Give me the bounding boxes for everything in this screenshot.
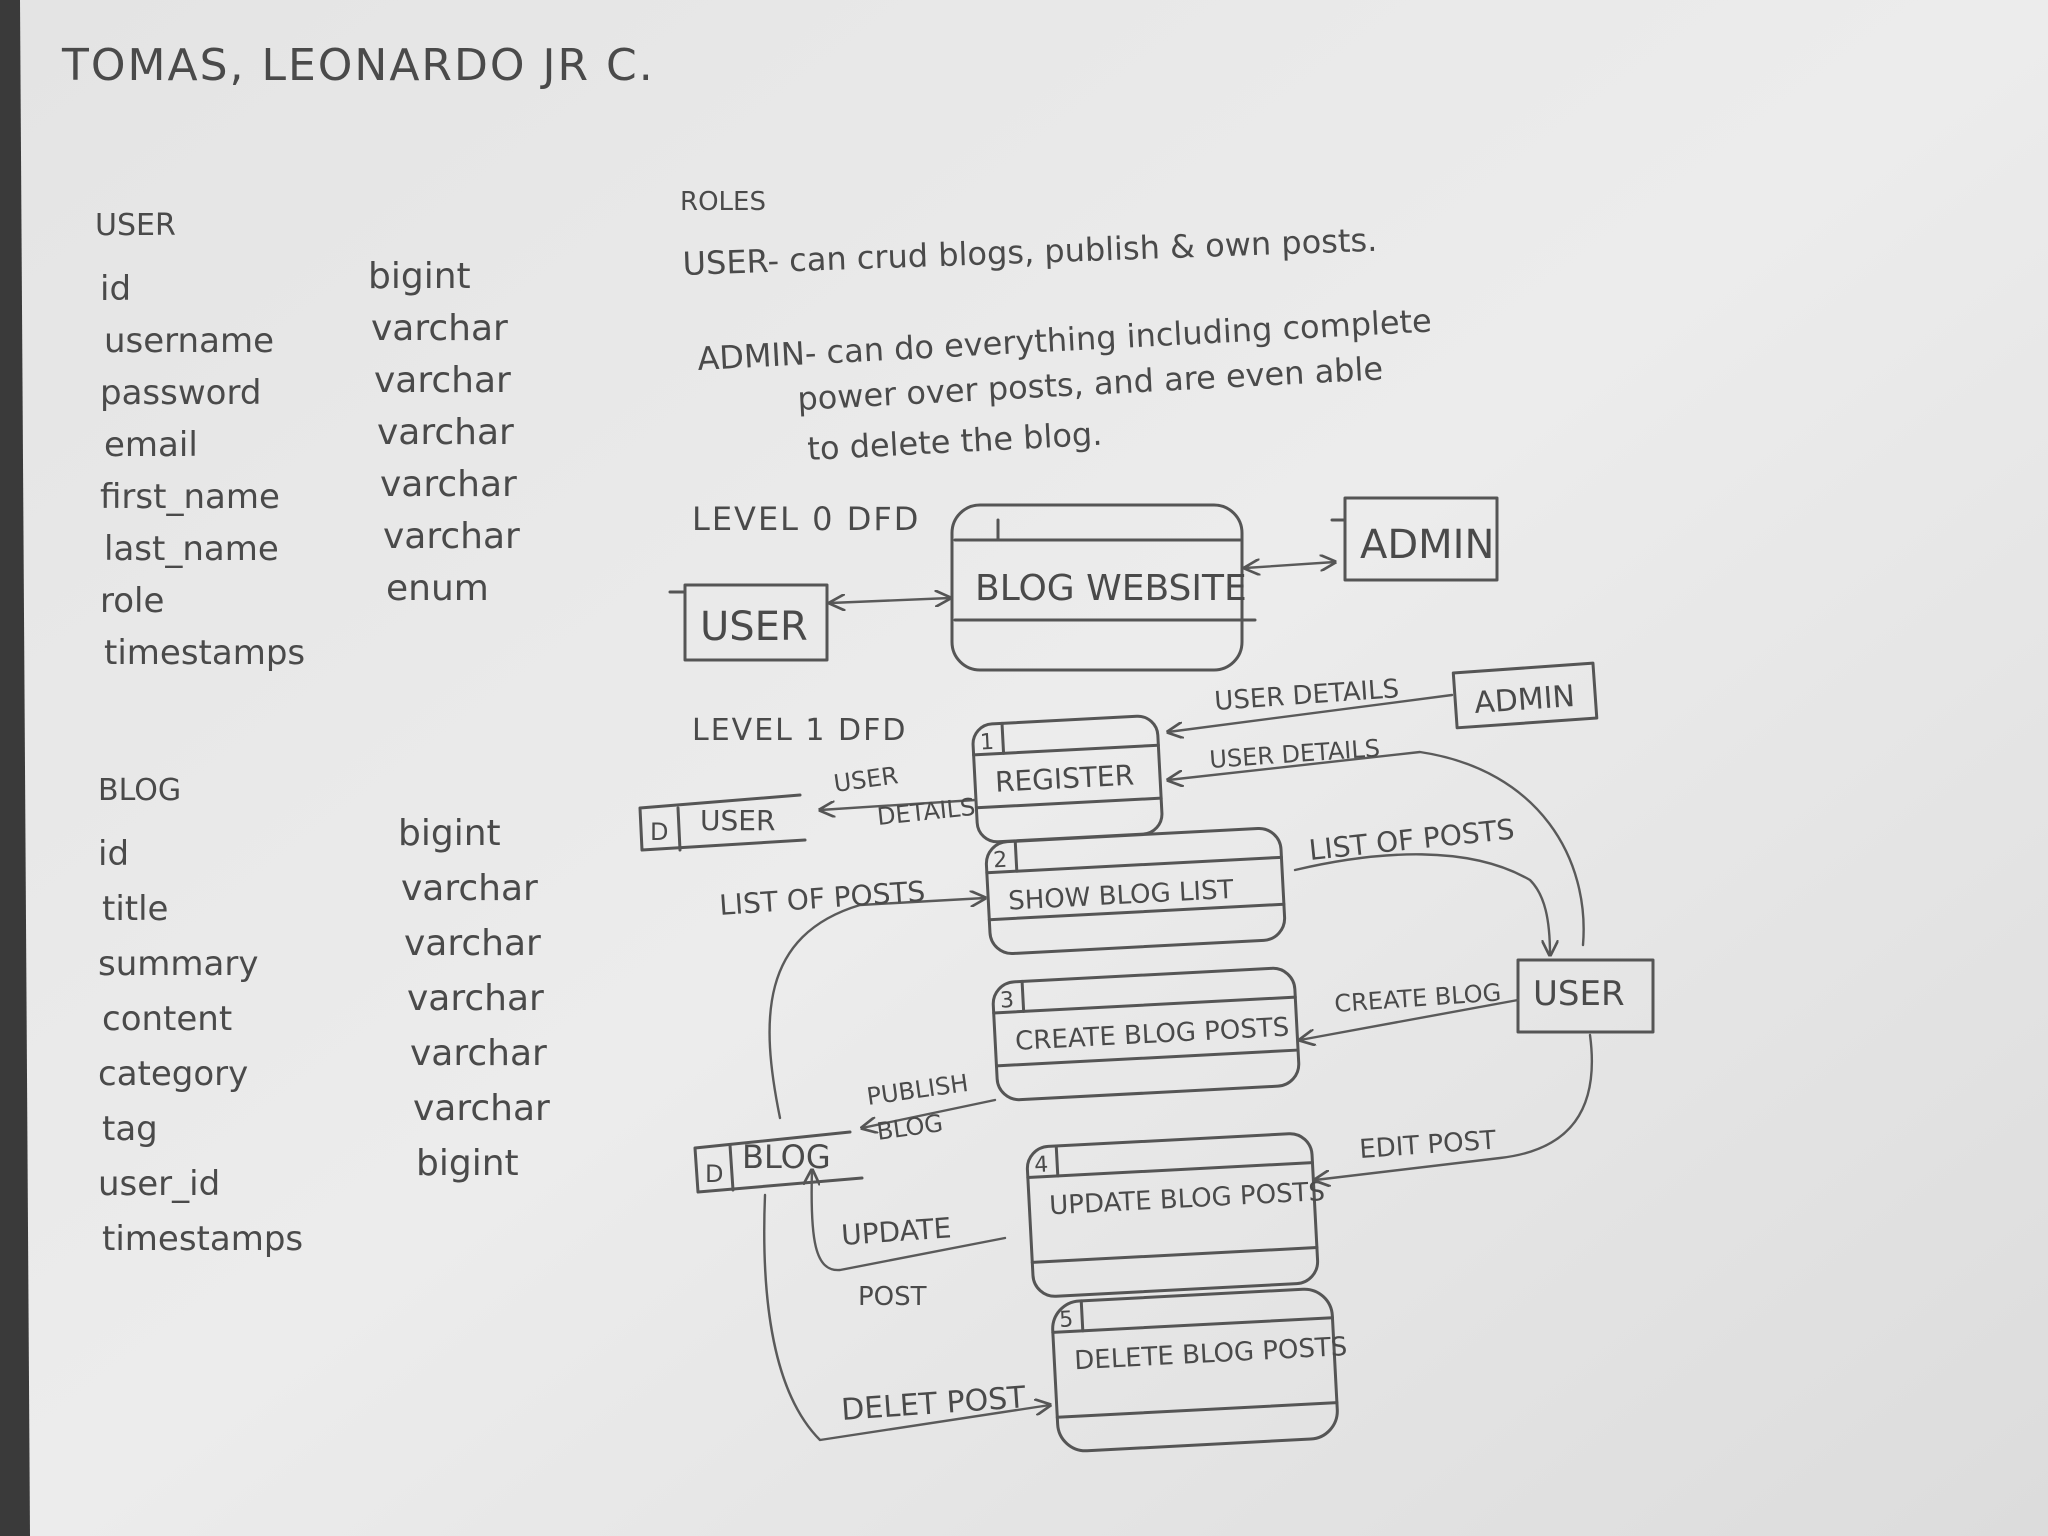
l1-flow-user-edit bbox=[1315, 1033, 1594, 1180]
blog-table-field-name: title bbox=[102, 889, 168, 929]
user-table: USER id bigint username varchar password varc… bbox=[95, 208, 520, 673]
blog-table-title: BLOG bbox=[98, 773, 181, 808]
user-table-field-name: password bbox=[100, 373, 261, 413]
blog-table-field-type: varchar bbox=[401, 868, 538, 909]
user-table-field-type: varchar bbox=[380, 464, 517, 505]
l0-flow-user-website bbox=[830, 598, 950, 603]
user-table-field-name: timestamps bbox=[104, 633, 305, 673]
user-table-field-name: email bbox=[104, 425, 198, 465]
user-table-field-name: username bbox=[104, 321, 274, 361]
l1-datastore-user-label: USER bbox=[700, 804, 775, 837]
l1-flow-blog-showlist bbox=[768, 898, 985, 1120]
user-table-field-type: enum bbox=[386, 568, 489, 609]
l1-user-entity bbox=[1516, 958, 1655, 1034]
level-1-title: LEVEL 1 DFD bbox=[692, 713, 907, 748]
l1-process-number: 2 bbox=[993, 848, 1008, 874]
user-table-field-type: varchar bbox=[377, 412, 514, 453]
l0-flow-website-admin bbox=[1245, 562, 1335, 568]
l1-process-number: 3 bbox=[999, 988, 1014, 1014]
l1-flow-blog-delete bbox=[763, 1193, 1050, 1442]
blog-table-field-type: varchar bbox=[413, 1088, 550, 1129]
l1-datastore-user: D USER bbox=[638, 793, 807, 852]
user-table-field-name: id bbox=[100, 269, 131, 309]
user-table-field-type: bigint bbox=[368, 256, 471, 297]
l0-admin-entity bbox=[1343, 496, 1499, 582]
l1-process-number: 4 bbox=[1034, 1152, 1049, 1178]
l0-user-entity bbox=[683, 583, 829, 662]
l1-flow-update-blog bbox=[812, 1170, 1007, 1272]
blog-table-field-name: id bbox=[98, 834, 129, 874]
roles-title: ROLES bbox=[680, 187, 766, 217]
blog-table-field-type: varchar bbox=[410, 1033, 547, 1074]
blog-table-field-type: bigint bbox=[416, 1143, 519, 1184]
l1-admin-label: ADMIN bbox=[1473, 679, 1576, 721]
l1-flow-user-create bbox=[1300, 998, 1520, 1040]
user-table-field-type: varchar bbox=[383, 516, 520, 557]
blog-table-field-type: varchar bbox=[407, 978, 544, 1019]
blog-table-field-name: summary bbox=[98, 944, 258, 984]
l1-flow-register-store bbox=[820, 798, 977, 810]
level-0-dfd: LEVEL 0 DFD USER BLOG WEBSITE ADMIN bbox=[668, 496, 1499, 672]
blog-table-field-name: tag bbox=[102, 1109, 158, 1149]
l1-datastore-blog-label: BLOG bbox=[742, 1138, 831, 1176]
l1-flow-user-register bbox=[1168, 750, 1585, 947]
blog-table-field-type: varchar bbox=[404, 923, 541, 964]
l1-flow-showlist-user bbox=[1293, 853, 1550, 955]
blog-table-field-type: bigint bbox=[398, 813, 501, 854]
l1-admin-entity bbox=[1451, 661, 1599, 730]
l1-process-number: 5 bbox=[1059, 1307, 1074, 1333]
l0-process-blog-website bbox=[950, 503, 1244, 672]
l1-datastore-blog-d: D bbox=[705, 1160, 723, 1188]
l1-process-number: 1 bbox=[979, 730, 994, 756]
user-table-field-type: varchar bbox=[374, 360, 511, 401]
user-table-field-name: last_name bbox=[104, 529, 279, 569]
l0-admin-label: ADMIN bbox=[1360, 522, 1494, 568]
l1-flow-create-blog bbox=[862, 1098, 997, 1128]
user-table-title: USER bbox=[95, 208, 176, 243]
l1-process-label: REGISTER bbox=[994, 759, 1135, 799]
blog-table: BLOG id bigint title varchar summary varchar c… bbox=[98, 773, 550, 1259]
blog-table-field-name: category bbox=[98, 1054, 248, 1094]
blog-table-field-name: timestamps bbox=[102, 1219, 303, 1259]
paper-sheet bbox=[20, 0, 2048, 1536]
l0-process-label: BLOG WEBSITE bbox=[975, 568, 1247, 609]
user-table-field-name: first_name bbox=[100, 477, 280, 517]
user-table-field-name: role bbox=[100, 581, 164, 621]
l1-datastore-user-d: D bbox=[650, 818, 668, 846]
author-name: TOMAS, LEONARDO JR C. bbox=[61, 40, 655, 91]
l1-user-label: USER bbox=[1533, 974, 1625, 1014]
level-0-title: LEVEL 0 DFD bbox=[692, 500, 920, 538]
l1-flow-update-2: POST bbox=[858, 1282, 927, 1312]
blog-table-field-name: user_id bbox=[98, 1164, 220, 1204]
l1-flow-update-1: UPDATE bbox=[840, 1211, 952, 1252]
l1-flow-admin-register bbox=[1168, 693, 1454, 732]
blog-table-field-name: content bbox=[102, 999, 232, 1039]
user-table-field-type: varchar bbox=[371, 308, 508, 349]
l0-user-label: USER bbox=[700, 604, 808, 650]
